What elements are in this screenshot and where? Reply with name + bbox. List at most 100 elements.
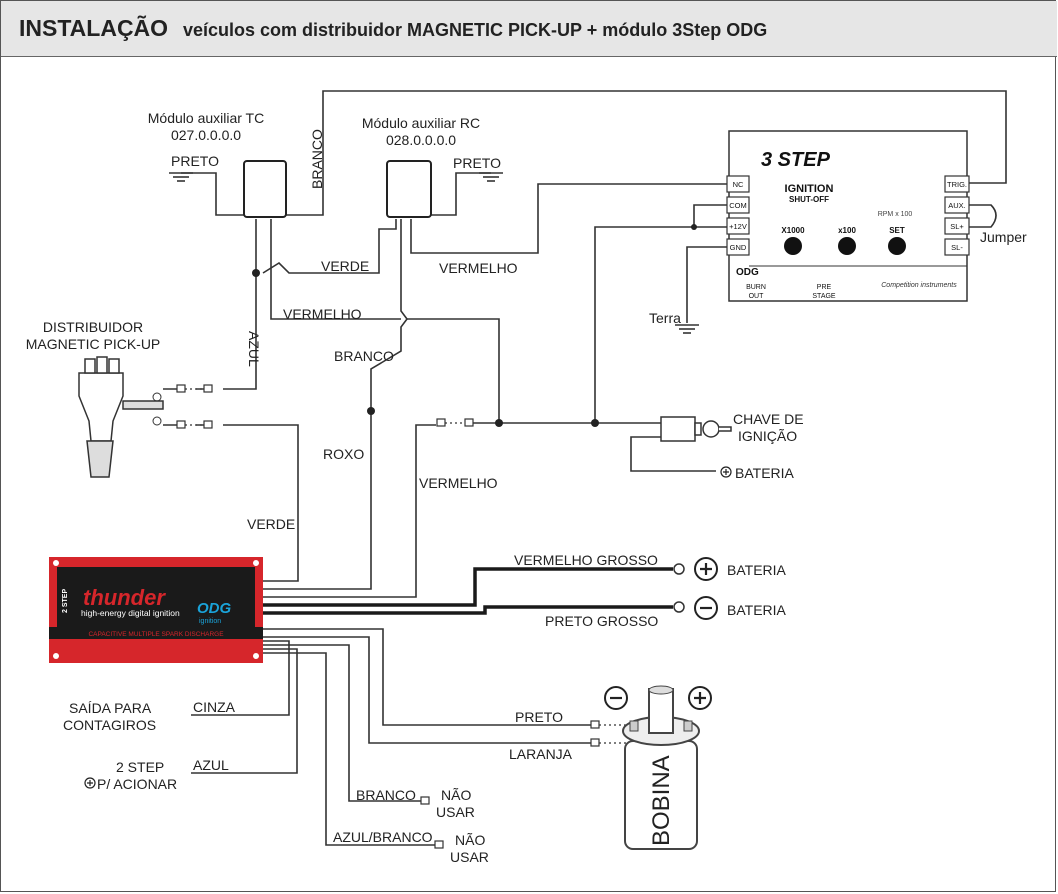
prestage-label: PRE bbox=[817, 284, 832, 291]
wire-label-verde: VERDE bbox=[321, 258, 369, 274]
ignition-coil-icon bbox=[622, 685, 700, 850]
wire-12v-to-3step bbox=[594, 226, 729, 423]
terminal-label: COM bbox=[729, 201, 747, 210]
page-subtitle: veículos com distribuidor MAGNETIC PICK-… bbox=[183, 20, 768, 40]
wire-tc-vermelho-b bbox=[407, 318, 500, 423]
wire-gnd bbox=[686, 246, 729, 323]
bobina-label: BOBINA bbox=[648, 755, 675, 846]
step3-module bbox=[726, 130, 970, 302]
wire-label-vermelho-grosso: VERMELHO GROSSO bbox=[514, 552, 658, 568]
button-label: X1000 bbox=[781, 226, 805, 235]
plus-icon bbox=[694, 557, 718, 581]
wire-com bbox=[693, 204, 729, 227]
wire-label-azul: AZUL bbox=[246, 331, 262, 367]
ground-icon bbox=[478, 172, 504, 182]
wire-rc-preto bbox=[431, 172, 491, 216]
terminal-label: AUX. bbox=[948, 201, 966, 210]
step3-shutoff: SHUT-OFF bbox=[789, 195, 829, 204]
minus-icon bbox=[604, 686, 628, 710]
minus-icon bbox=[694, 596, 718, 620]
battery-terminal-icon bbox=[673, 563, 685, 613]
plus-icon bbox=[152, 392, 162, 402]
wire-label-roxo: ROXO bbox=[323, 446, 364, 462]
terra-label: Terra bbox=[649, 310, 681, 326]
plus-icon bbox=[688, 686, 712, 710]
terminal-label: +12V bbox=[729, 222, 747, 231]
minus-icon bbox=[152, 416, 162, 426]
bateria-label: BATERIA bbox=[735, 465, 795, 481]
step3-ignition: IGNITION bbox=[785, 183, 834, 195]
wire-rc-branco bbox=[370, 219, 408, 411]
button-label: SET bbox=[889, 226, 905, 235]
terminal-label: GND bbox=[730, 243, 747, 252]
wire-preto-bobina bbox=[263, 628, 591, 726]
two-step-label: 2 STEP bbox=[116, 759, 164, 775]
terminal-label: TRIG. bbox=[947, 180, 967, 189]
step3-tagline: Competition instruments bbox=[881, 282, 957, 289]
module-rc-name: Módulo auxiliar RC bbox=[362, 115, 480, 131]
thunder-tagline: high-energy digital ignition bbox=[81, 608, 180, 618]
wire-label-laranja: LARANJA bbox=[509, 746, 573, 762]
thunder-badge: 2 STEP bbox=[62, 589, 69, 613]
saida-label: CONTAGIROS bbox=[63, 717, 156, 733]
plus-icon bbox=[720, 466, 732, 478]
wire-rc-vermelho bbox=[410, 183, 729, 254]
ground-icon bbox=[674, 324, 700, 334]
wire-label-preto: PRETO bbox=[171, 153, 219, 169]
nao-usar-label: USAR bbox=[436, 804, 475, 820]
button-label: x100 bbox=[838, 226, 856, 235]
set-button bbox=[888, 237, 906, 255]
step3-rpm-note: RPM x 100 bbox=[878, 211, 913, 218]
ground-icon bbox=[168, 172, 194, 182]
wire-azulbranco-nao bbox=[263, 652, 435, 846]
junction-dots bbox=[252, 224, 697, 427]
wire-label-preto: PRETO bbox=[515, 709, 563, 725]
thin-wires bbox=[163, 90, 1007, 846]
thunder-odg-sub: ignition bbox=[199, 618, 221, 625]
burnout-label: BURN bbox=[746, 284, 766, 291]
wire-vermelho bbox=[263, 424, 436, 598]
thick-wires bbox=[263, 567, 673, 615]
burnout-label: OUT bbox=[749, 293, 765, 300]
wire-label-vermelho: VERMELHO bbox=[439, 260, 518, 276]
bateria-label: BATERIA bbox=[727, 562, 787, 578]
wire-label-vermelho: VERMELHO bbox=[419, 475, 498, 491]
terminal-label: NC bbox=[733, 180, 744, 189]
prestage-label: STAGE bbox=[812, 293, 836, 300]
module-tc-code: 027.0.0.0.0 bbox=[171, 127, 241, 143]
step3-logo: 3 STEP bbox=[761, 149, 831, 171]
terminal-label: SL- bbox=[951, 243, 963, 252]
wire-label-branco: BRANCO bbox=[309, 129, 325, 189]
wire-label-cinza: CINZA bbox=[193, 699, 236, 715]
module-tc-box bbox=[243, 160, 287, 218]
wire-tc-preto bbox=[181, 172, 244, 216]
thunder-odg: ODG bbox=[197, 600, 232, 617]
wire-preto-grosso bbox=[263, 605, 673, 615]
module-tc-name: Módulo auxiliar TC bbox=[148, 110, 264, 126]
distributor-icon bbox=[78, 356, 164, 478]
wire-rc-verde bbox=[262, 219, 397, 274]
terminal-label: SL+ bbox=[950, 222, 964, 231]
wire-tc-branco bbox=[286, 90, 1007, 216]
two-step-label: P/ ACIONAR bbox=[97, 776, 177, 792]
plus-icon bbox=[84, 777, 96, 789]
wire-label-branco: BRANCO bbox=[334, 348, 394, 364]
nao-usar-label: USAR bbox=[450, 849, 489, 865]
wire-tc-vermelho-a bbox=[270, 219, 401, 320]
thunder-logo: thunder bbox=[83, 585, 166, 610]
connector-dots bbox=[185, 388, 626, 744]
wire-label-verde: VERDE bbox=[247, 516, 295, 532]
module-rc-code: 028.0.0.0.0 bbox=[386, 132, 456, 148]
thunder-box bbox=[49, 557, 263, 663]
header-bar: INSTALAÇÃO veículos com distribuidor MAG… bbox=[1, 1, 1057, 57]
x1000-button bbox=[784, 237, 802, 255]
chave-label: IGNIÇÃO bbox=[738, 428, 797, 444]
wire-key-bateria bbox=[630, 436, 716, 472]
wire-branco-nao bbox=[263, 644, 421, 802]
saida-label: SAÍDA PARA bbox=[69, 700, 152, 716]
page-title: INSTALAÇÃO bbox=[19, 15, 169, 41]
x100-button bbox=[838, 237, 856, 255]
wire-label-azul: AZUL bbox=[193, 757, 229, 773]
nao-usar-label: NÃO bbox=[441, 787, 471, 803]
wire-label-preto: PRETO bbox=[453, 155, 501, 171]
